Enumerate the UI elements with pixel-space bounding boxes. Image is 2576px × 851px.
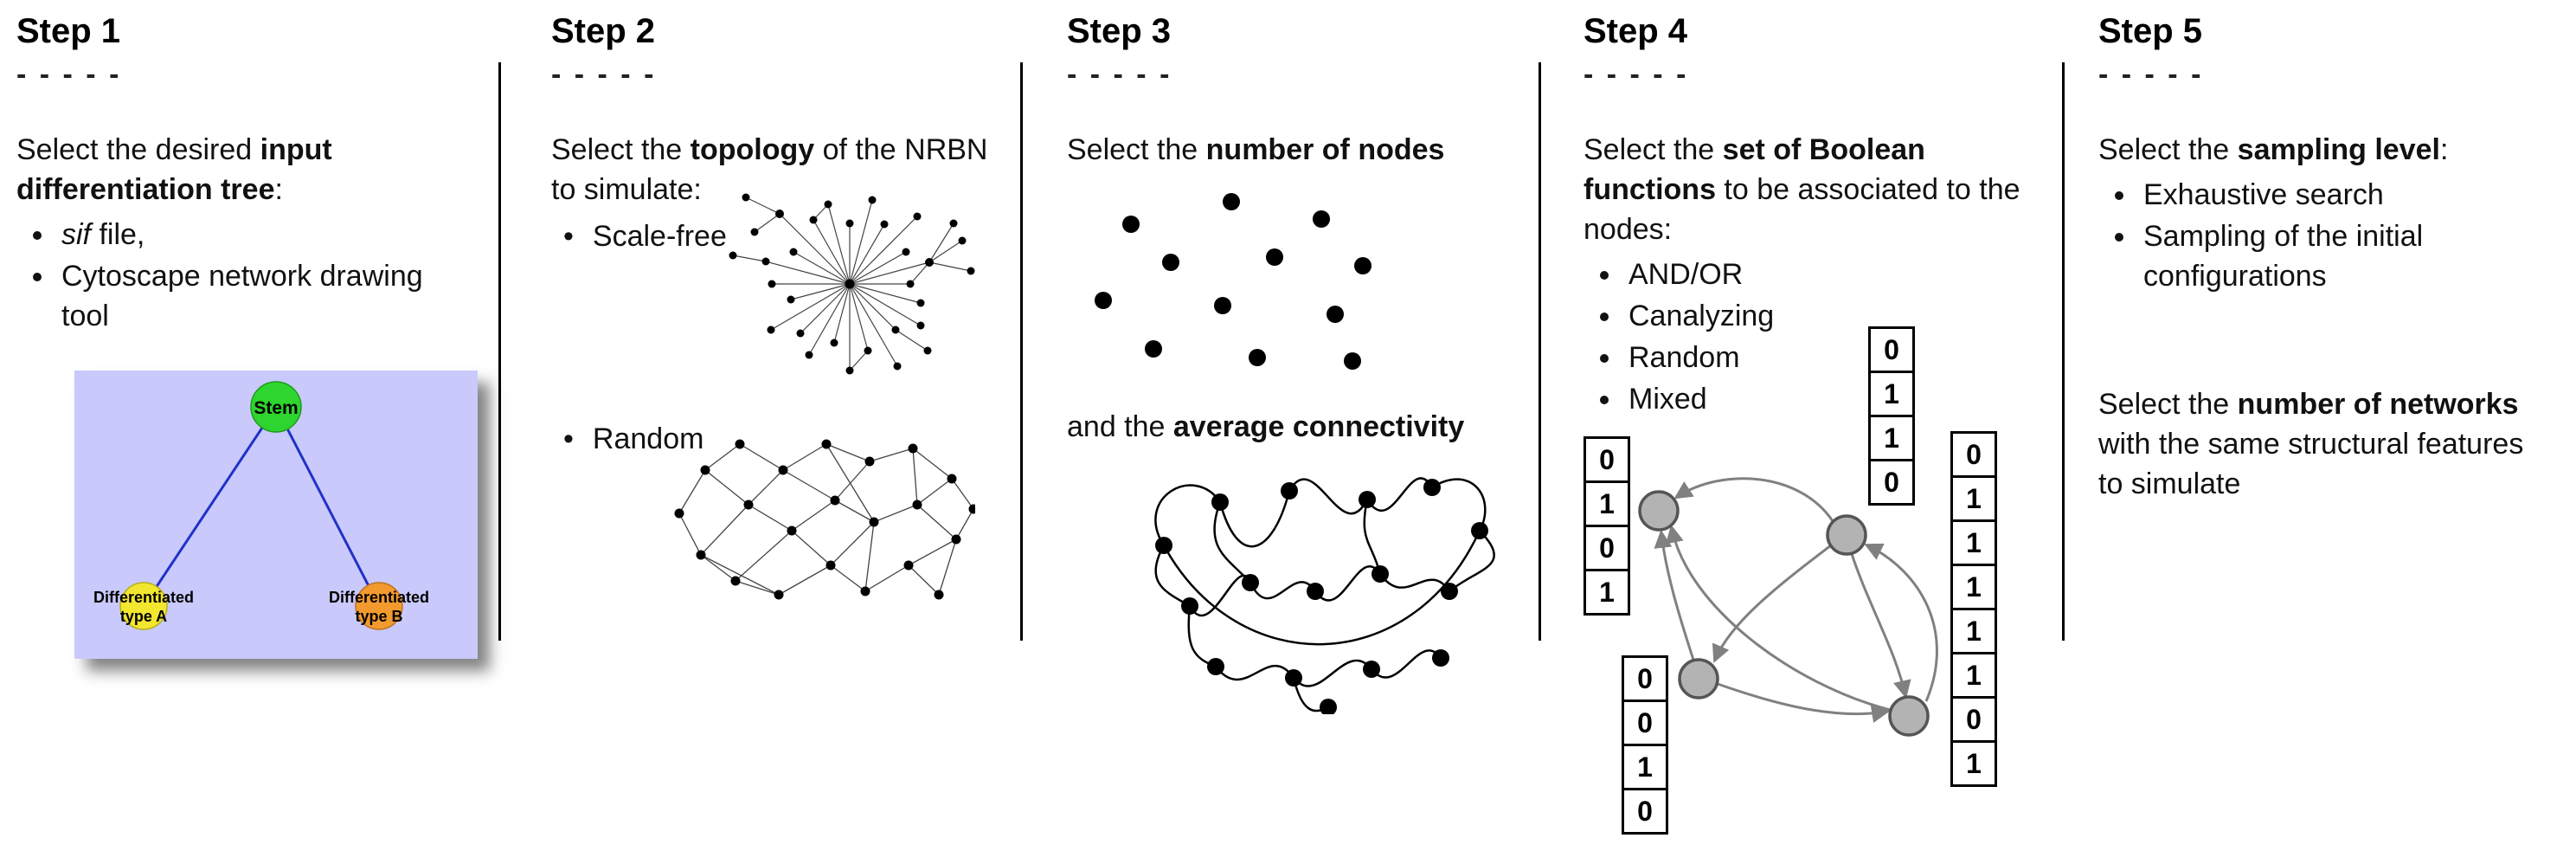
step-4-panel: Step 4 - - - - - Select the set of Boole… — [1584, 0, 2062, 851]
bullet-sif-file: sif file, — [56, 215, 466, 255]
truth-cell: 1 — [1622, 744, 1668, 790]
step-4-intro: Select the set of Boolean functions to b… — [1584, 133, 2020, 246]
bool-node-1 — [1638, 490, 1680, 532]
truth-table-bottom: 0 0 1 0 — [1622, 655, 1668, 835]
step-1-intro-bold: input differentiation tree — [16, 133, 332, 206]
divider-1 — [498, 62, 501, 641]
differentiation-tree-svg: Stem Differentiated type A Differentiate… — [74, 371, 478, 659]
truth-cell: 0 — [1622, 655, 1668, 702]
truth-cell: 1 — [1950, 475, 1997, 522]
step-5-line2: Select the number of networks with the s… — [2098, 388, 2524, 500]
connectivity-tangle-image — [1154, 477, 1495, 714]
truth-cell: 0 — [1584, 525, 1630, 571]
boolean-network-image — [1638, 477, 1938, 737]
sif-italic: sif — [61, 218, 91, 251]
step-3-line1: Select the number of nodes — [1067, 133, 1445, 166]
truth-cell: 1 — [1950, 740, 1997, 787]
step-5-bullet-list: Exhaustive search Sampling of the initia… — [2098, 175, 2548, 296]
random-nodes — [674, 439, 975, 600]
truth-cell: 0 — [1622, 699, 1668, 746]
truth-table-right: 0 1 1 1 1 1 0 1 — [1950, 431, 1997, 787]
step-2-title: Step 2 — [551, 12, 656, 50]
dots — [1095, 193, 1372, 370]
stem-node — [250, 381, 302, 433]
bullet-and-or: AND/OR — [1623, 255, 2062, 294]
truth-cell: 0 — [1584, 436, 1630, 483]
truth-cell: 1 — [1950, 519, 1997, 566]
truth-cell: 0 — [1622, 788, 1668, 835]
scale-free-network-image — [729, 193, 975, 375]
type-b-label-2: type B — [355, 608, 402, 625]
type-a-label-2: type A — [120, 608, 167, 625]
bool-node-4 — [1888, 695, 1930, 737]
bullet-sampling: Sampling of the initial configurations — [2138, 216, 2548, 296]
random-edges — [678, 443, 974, 596]
type-a-node — [119, 582, 168, 630]
step-3-title: Step 3 — [1067, 12, 1172, 50]
edge-stem-to-b — [274, 406, 381, 607]
step-4-dashes: - - - - - — [1584, 58, 1689, 91]
divider-4 — [2062, 62, 2065, 641]
truth-table-top: 0 1 1 0 — [1868, 326, 1915, 506]
network-nodes — [1638, 490, 1930, 737]
scale-free-nodes — [729, 193, 975, 375]
step-1-intro-post: : — [274, 173, 283, 206]
network-arrows — [1654, 477, 1938, 724]
truth-cell: 1 — [1950, 564, 1997, 610]
stem-label: Stem — [254, 398, 298, 418]
truth-cell: 1 — [1868, 371, 1915, 417]
step-1-intro: Select the desired input differentiation… — [16, 130, 488, 210]
bool-node-3 — [1678, 658, 1719, 699]
bullet-canalyzing: Canalyzing — [1623, 296, 2062, 336]
truth-cell: 0 — [1868, 459, 1915, 506]
bullet-exhaustive: Exhaustive search — [2138, 175, 2548, 215]
truth-cell: 1 — [1950, 652, 1997, 699]
random-network-image — [674, 439, 975, 600]
scale-free-edges — [732, 197, 972, 371]
bullet-mixed: Mixed — [1623, 379, 2062, 419]
step-3-panel: Step 3 - - - - - Select the number of no… — [1067, 0, 1551, 851]
step-2-intro: Select the topology of the NRBN to simul… — [551, 133, 988, 206]
bullet-cytoscape: Cytoscape network drawing tool — [56, 256, 466, 336]
truth-cell: 1 — [1584, 480, 1630, 527]
bool-node-2 — [1826, 514, 1867, 556]
step-1-panel: Step 1 - - - - - Select the desired inpu… — [16, 0, 488, 851]
step-5-title: Step 5 — [2098, 12, 2203, 50]
type-b-node — [355, 582, 403, 630]
truth-cell: 1 — [1868, 415, 1915, 461]
truth-cell: 1 — [1950, 608, 1997, 654]
bullet-random: Random — [563, 419, 704, 459]
bullet-random-fn: Random — [1623, 338, 2062, 377]
divider-3 — [1539, 62, 1541, 641]
nodes-dots-image — [1095, 193, 1372, 370]
type-b-label-1: Differentiated — [329, 589, 429, 606]
differentiation-tree-image: Stem Differentiated type A Differentiate… — [74, 371, 478, 659]
truth-cell: 0 — [1950, 696, 1997, 743]
step-5-dashes: - - - - - — [2098, 58, 2204, 91]
truth-table-left: 0 1 0 1 — [1584, 436, 1630, 616]
step-1-bullet-list: sif file, Cytoscape network drawing tool — [16, 215, 466, 336]
truth-cell: 1 — [1584, 569, 1630, 616]
step-1-intro-pre: Select the desired — [16, 133, 260, 166]
step-2-panel: Step 2 - - - - - Select the topology of … — [551, 0, 1036, 851]
bullet-scale-free: Scale-free — [563, 216, 727, 256]
step-3-dashes: - - - - - — [1067, 58, 1172, 91]
step-1-title: Step 1 — [16, 12, 121, 50]
truth-cell: 0 — [1950, 431, 1997, 478]
step-3-line2: and the average connectivity — [1067, 410, 1465, 443]
step-5-panel: Step 5 - - - - - Select the sampling lev… — [2098, 0, 2570, 851]
tangle-nodes — [1155, 479, 1488, 714]
sif-rest: file, — [91, 218, 145, 251]
divider-2 — [1020, 62, 1023, 641]
step-1-dashes: - - - - - — [16, 58, 122, 91]
step-4-bullet-list: AND/OR Canalyzing Random Mixed — [1584, 255, 2062, 419]
edge-stem-to-a — [142, 406, 278, 607]
step-2-dashes: - - - - - — [551, 58, 657, 91]
step-4-title: Step 4 — [1584, 12, 1688, 50]
truth-cell: 0 — [1868, 326, 1915, 373]
type-a-label-1: Differentiated — [93, 589, 194, 606]
step-5-line1: Select the sampling level: — [2098, 133, 2449, 166]
